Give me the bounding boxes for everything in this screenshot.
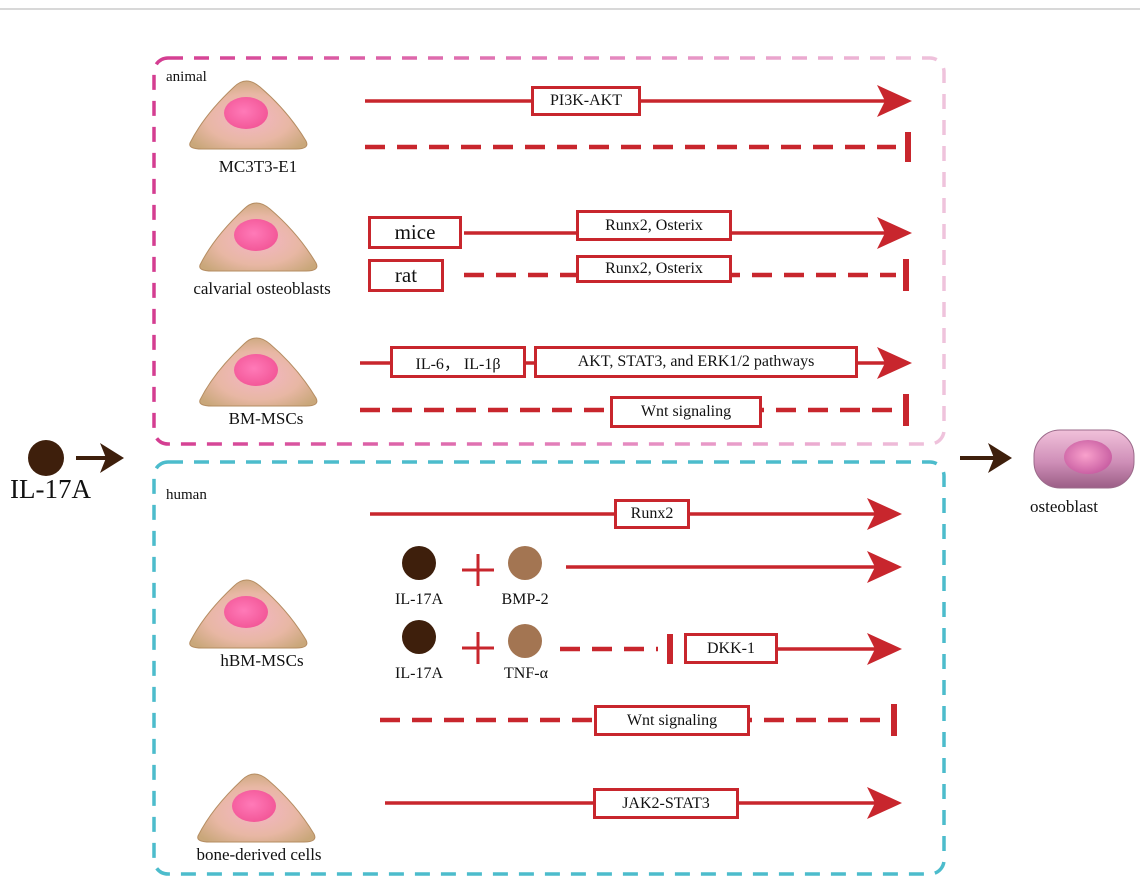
- il17a-dot-tnf: [402, 620, 436, 654]
- hbm-mscs-cell-image: [189, 579, 308, 649]
- top-divider: [0, 8, 1140, 10]
- pathway-box-il6-il1b: IL-6， IL-1β: [390, 346, 526, 378]
- tnf-dot: [508, 624, 542, 658]
- pathway-box-jak2-stat3: JAK2-STAT3: [593, 788, 739, 819]
- inhibit-wnt-human: [380, 704, 897, 736]
- human-section-box: [152, 460, 946, 876]
- cell-label-bone-derived: bone-derived cells: [196, 845, 322, 864]
- osteoblast-cell: [1033, 429, 1135, 489]
- bm-mscs-cell-image: [199, 337, 318, 407]
- pathway-box-pi3k-akt: PI3K-AKT: [531, 86, 641, 116]
- output-arrow: [960, 443, 1012, 473]
- cell-label-mc3t3: MC3T3-E1: [218, 157, 298, 176]
- bmp2-dot: [508, 546, 542, 580]
- bone-derived-cell-image: [197, 773, 316, 843]
- pathway-box-runx2-osterix-mice: Runx2, Osterix: [576, 210, 732, 241]
- plus-bmp2: [462, 554, 494, 586]
- cell-label-bm-mscs: BM-MSCs: [228, 409, 304, 428]
- combo-label-bmp2: BMP-2: [501, 591, 549, 608]
- inhibit-runx2-rat: [464, 259, 909, 291]
- plus-tnf: [462, 632, 494, 664]
- cell-label-calvarial: calvarial osteoblasts: [193, 279, 331, 298]
- il17a-dot-bmp2: [402, 546, 436, 580]
- osteoblast-label: osteoblast: [1030, 497, 1098, 516]
- pathway-box-dkk1: DKK-1: [684, 633, 778, 664]
- species-box-mice: mice: [368, 216, 462, 249]
- il17a-input-label: IL-17A: [10, 474, 91, 504]
- calvarial-cell-image: [199, 202, 318, 272]
- animal-section-label: animal: [166, 69, 207, 85]
- inhibit-dkk1: [560, 634, 673, 664]
- arrow-bmp2: [566, 551, 902, 583]
- pathway-box-runx2-osterix-rat: Runx2, Osterix: [576, 255, 732, 283]
- combo-label-il17a-2: IL-17A: [395, 665, 443, 682]
- arrow-dkk1: [778, 633, 902, 665]
- combo-label-tnf: TNF-α: [504, 665, 548, 682]
- inhibit-mc3t3: [365, 132, 911, 162]
- animal-section-box: [152, 56, 946, 446]
- pathway-box-wnt-animal: Wnt signaling: [610, 396, 762, 428]
- mc3t3-cell-image: [189, 80, 308, 150]
- species-box-rat: rat: [368, 259, 444, 292]
- cell-label-hbm-mscs: hBM-MSCs: [220, 651, 304, 670]
- combo-label-il17a-1: IL-17A: [395, 591, 443, 608]
- input-arrow: [76, 443, 124, 473]
- il17a-input-dot: [28, 440, 64, 476]
- pathway-box-runx2-human: Runx2: [614, 499, 690, 529]
- human-section-label: human: [166, 487, 207, 503]
- pathway-box-wnt-human: Wnt signaling: [594, 705, 750, 736]
- pathway-box-akt-stat3-erk: AKT, STAT3, and ERK1/2 pathways: [534, 346, 858, 378]
